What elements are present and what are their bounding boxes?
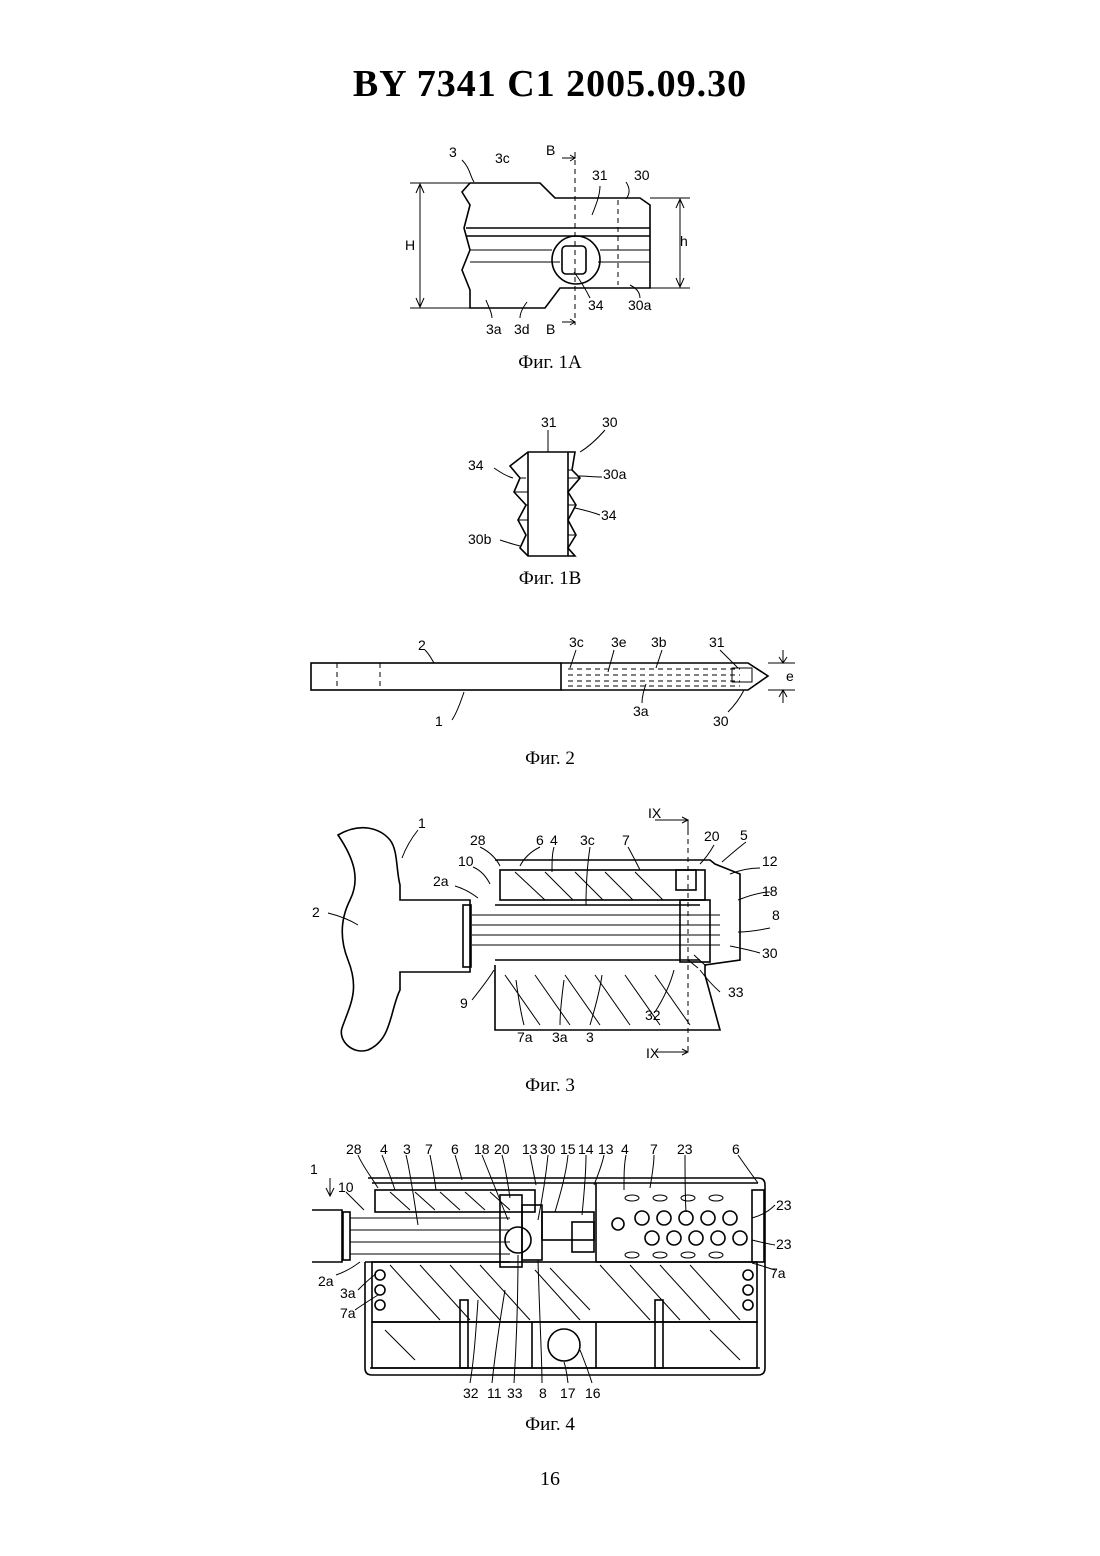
label-3c: 3c	[580, 832, 595, 848]
caption-fig-1b: Фиг. 1В	[0, 568, 1100, 590]
label-1: 1	[310, 1161, 318, 1177]
page-number: 16	[0, 1468, 1100, 1491]
label-30: 30	[713, 713, 729, 729]
figure-2-drawing: 2 3c 3e 3b 31 e 1 3a 30	[311, 634, 795, 729]
label-b-bottom: B	[546, 321, 555, 337]
label-30: 30	[540, 1141, 556, 1157]
label-12: 12	[762, 853, 778, 869]
label-3a: 3a	[486, 321, 502, 337]
label-3a: 3a	[552, 1029, 568, 1045]
label-2: 2	[312, 904, 320, 920]
label-3c: 3c	[495, 150, 510, 166]
label-4-right: 4	[621, 1141, 629, 1157]
label-31: 31	[709, 634, 725, 650]
pin-array	[612, 1195, 747, 1258]
label-7-left: 7	[425, 1141, 433, 1157]
label-1: 1	[435, 713, 443, 729]
label-6: 6	[536, 832, 544, 848]
label-3: 3	[403, 1141, 411, 1157]
label-7a: 7a	[517, 1029, 533, 1045]
label-30: 30	[602, 414, 618, 430]
label-h: h	[680, 233, 688, 249]
label-5: 5	[740, 827, 748, 843]
label-10: 10	[458, 853, 474, 869]
label-33: 33	[728, 984, 744, 1000]
figure-1b-drawing: 31 30 34 30a 34 30b	[468, 414, 627, 556]
label-H: H	[405, 237, 415, 253]
figure-1a-drawing: 3 3c B 31 30 H h 3a 3d B 34 30a	[405, 142, 690, 337]
label-9: 9	[460, 995, 468, 1011]
label-34: 34	[588, 297, 604, 313]
caption-fig-1a: Фиг. 1А	[0, 352, 1100, 374]
label-28: 28	[470, 832, 486, 848]
label-8: 8	[772, 907, 780, 923]
label-b-top: B	[546, 142, 555, 158]
label-10: 10	[338, 1179, 354, 1195]
caption-fig-2: Фиг. 2	[0, 748, 1100, 770]
label-6-right: 6	[732, 1141, 740, 1157]
label-31: 31	[541, 414, 557, 430]
label-1: 1	[418, 815, 426, 831]
label-7a-right: 7a	[770, 1265, 786, 1281]
label-34-right: 34	[601, 507, 617, 523]
label-34-left: 34	[468, 457, 484, 473]
label-31: 31	[592, 167, 608, 183]
label-18: 18	[762, 883, 778, 899]
label-30a: 30a	[603, 466, 627, 482]
label-23-bottom: 23	[776, 1236, 792, 1252]
label-7a-left: 7a	[340, 1305, 356, 1321]
label-11: 11	[487, 1385, 502, 1401]
label-15: 15	[560, 1141, 576, 1157]
label-e: e	[786, 668, 794, 684]
label-6-left: 6	[451, 1141, 459, 1157]
label-28: 28	[346, 1141, 362, 1157]
caption-fig-3: Фиг. 3	[0, 1075, 1100, 1097]
figure-3-drawing: IX 1 28 6 4 3c 7 20 5 10 12 2a 18 8 2 30…	[312, 805, 780, 1061]
label-3: 3	[449, 144, 457, 160]
label-30b: 30b	[468, 531, 492, 547]
label-32: 32	[463, 1385, 479, 1401]
label-20: 20	[494, 1141, 510, 1157]
label-13-right: 13	[598, 1141, 614, 1157]
label-30: 30	[634, 167, 650, 183]
label-16: 16	[585, 1385, 601, 1401]
label-ix-top: IX	[648, 805, 662, 821]
label-7-right: 7	[650, 1141, 658, 1157]
label-18: 18	[474, 1141, 490, 1157]
label-2a: 2a	[433, 873, 449, 889]
label-30: 30	[762, 945, 778, 961]
figure-4-drawing: 28 4 3 7 6 18 20 13 30 15 14 13 4 7 23 6…	[310, 1141, 792, 1401]
label-2a: 2a	[318, 1273, 334, 1289]
label-4: 4	[550, 832, 558, 848]
label-3: 3	[586, 1029, 594, 1045]
label-8: 8	[539, 1385, 547, 1401]
label-20: 20	[704, 828, 720, 844]
label-3c: 3c	[569, 634, 584, 650]
label-ix-bottom: IX	[646, 1045, 660, 1061]
label-14: 14	[578, 1141, 594, 1157]
label-33: 33	[507, 1385, 523, 1401]
label-7: 7	[622, 832, 630, 848]
caption-fig-4: Фиг. 4	[0, 1414, 1100, 1436]
label-3a: 3a	[633, 703, 649, 719]
label-23-top: 23	[677, 1141, 693, 1157]
label-3d: 3d	[514, 321, 530, 337]
label-3b: 3b	[651, 634, 667, 650]
label-23-mid: 23	[776, 1197, 792, 1213]
label-4-left: 4	[380, 1141, 388, 1157]
label-30a: 30a	[628, 297, 652, 313]
label-32: 32	[645, 1007, 661, 1023]
label-3e: 3e	[611, 634, 627, 650]
label-13-left: 13	[522, 1141, 538, 1157]
label-2: 2	[418, 637, 426, 653]
label-17: 17	[560, 1385, 576, 1401]
label-3a: 3a	[340, 1285, 356, 1301]
